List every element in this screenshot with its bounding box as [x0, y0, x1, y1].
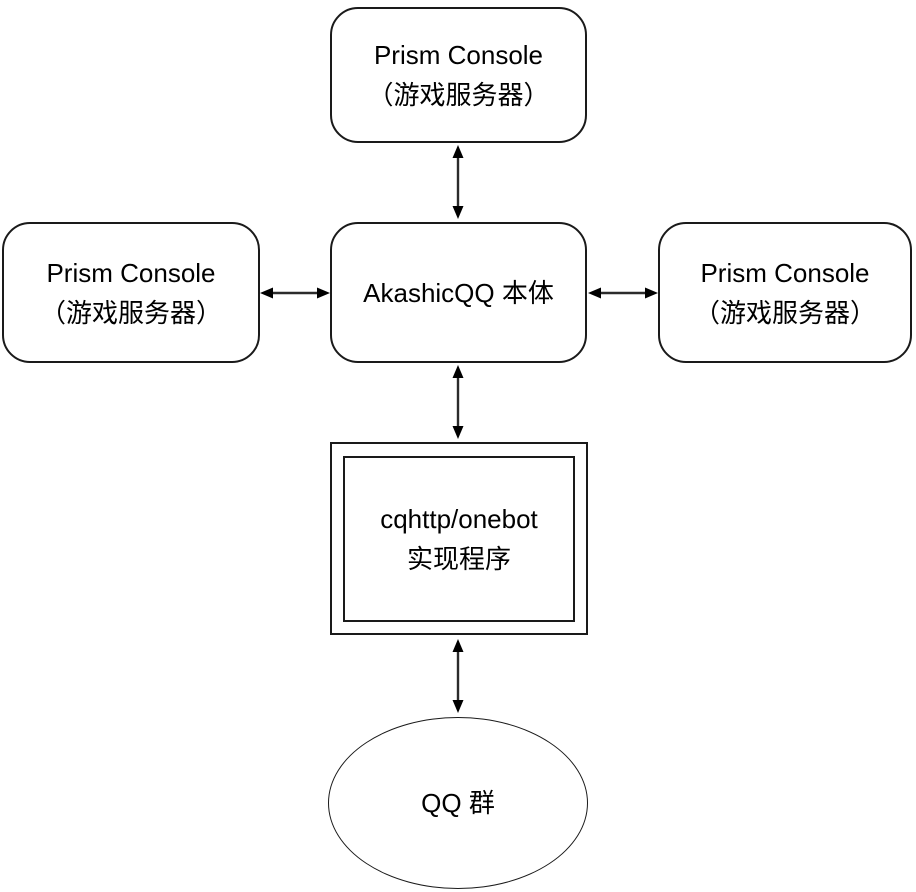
node-label-line: Prism Console	[373, 40, 544, 70]
double-arrow-middleware-qq	[452, 639, 464, 713]
double-arrow-center-middleware	[452, 365, 464, 439]
double-arrow-left-center	[260, 287, 330, 299]
node-akashicqq-core: AkashicQQ 本体	[330, 222, 587, 363]
double-arrow-right-center	[588, 287, 658, 299]
node-label-line: （游戏服务器）	[367, 80, 550, 110]
node-prism-console-top: Prism Console （游戏服务器）	[330, 7, 587, 143]
node-label-line: QQ 群	[421, 788, 495, 818]
double-arrow-top-center	[452, 145, 464, 219]
node-prism-console-left: Prism Console （游戏服务器）	[2, 222, 260, 363]
node-label-line: Prism Console	[700, 257, 870, 288]
node-label-line: cqhttp/onebot	[380, 504, 538, 534]
node-qq-group: QQ 群	[328, 717, 588, 889]
node-label-line: （游戏服务器）	[39, 297, 222, 328]
node-label-line: Prism Console	[46, 257, 216, 288]
node-label-line: AkashicQQ 本体	[363, 277, 554, 308]
node-prism-console-right: Prism Console （游戏服务器）	[658, 222, 912, 363]
node-cqhttp-onebot: cqhttp/onebot 实现程序	[330, 442, 588, 635]
node-label-line: （游戏服务器）	[693, 297, 876, 328]
monitor-inner-frame: cqhttp/onebot 实现程序	[343, 456, 575, 622]
node-label-line: 实现程序	[406, 544, 511, 574]
